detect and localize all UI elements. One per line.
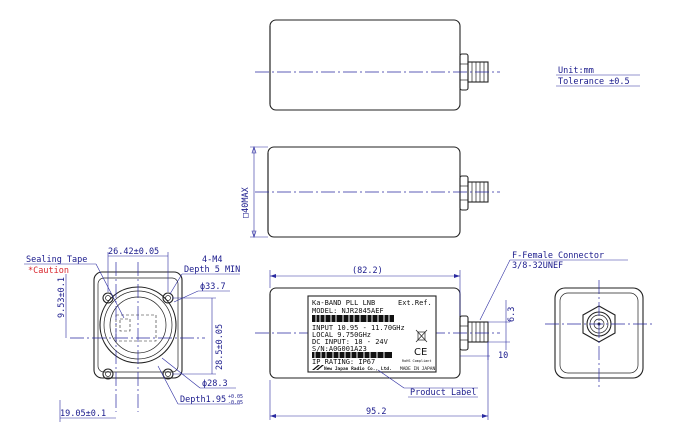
- depth-tolerance-upper: +0.05: [228, 394, 243, 400]
- label-serial: S/N:A0G001A23: [312, 345, 367, 353]
- depth-dimension: Depth1.95: [180, 395, 226, 405]
- connector-label: F-Female Connector: [512, 251, 604, 261]
- front-view: [70, 262, 205, 412]
- label-input: INPUT 10.95 - 11.70GHz: [312, 324, 405, 332]
- caution-label: *Caution: [28, 266, 69, 276]
- sealing-tape-label: Sealing Tape: [26, 255, 87, 265]
- front-view-dimensions: Sealing Tape *Caution 26.42±0.05 4-M4 De…: [24, 247, 243, 422]
- bottom-view-dimensions: (82.2) 95.2 F-Female Connector 3/8-32UNE…: [269, 251, 628, 420]
- product-label: Ka-BAND PLL LNB Ext.Ref. MODEL: NJR2845A…: [307, 295, 437, 373]
- barcode-bottom: [312, 352, 392, 358]
- tolerance-note: Tolerance ±0.5: [558, 77, 630, 87]
- bolt-circle-dimension: ϕ33.7: [200, 282, 226, 292]
- product-label-callout: Product Label: [410, 388, 477, 398]
- ce-mark: CE: [414, 347, 427, 358]
- length-ref-dimension: (82.2): [352, 266, 383, 276]
- top-view: [255, 19, 500, 111]
- label-ip-rating: IP RATING: IP67: [312, 358, 375, 366]
- height-dimension: □40MAX: [241, 186, 251, 218]
- offset-bottom-dimension: 19.05±0.1: [60, 409, 106, 419]
- offset-left-dimension: 9.53±0.1: [57, 277, 67, 318]
- height-right-dimension: 28.5±0.05: [215, 324, 225, 370]
- unit-note: Unit:mm: [558, 66, 594, 76]
- label-origin: MADE IN JAPAN: [400, 366, 436, 372]
- connector-height-dimension: 6.3: [507, 307, 517, 322]
- label-title: Ka-BAND PLL LNB: [312, 299, 375, 307]
- connector-thread: 3/8-32UNEF: [512, 261, 563, 271]
- label-rohs: RoHS Compliant: [402, 359, 432, 363]
- width-top-dimension: 26.42±0.05: [108, 247, 159, 257]
- maker-logo-icon: [312, 365, 324, 370]
- screw-depth: Depth 5 MIN: [184, 265, 240, 275]
- label-model: MODEL: NJR2845AEF: [312, 307, 384, 315]
- barcode-top: [312, 315, 394, 322]
- side-view: □40MAX: [241, 146, 500, 238]
- label-maker: New Japan Radio Co., Ltd.: [324, 366, 392, 372]
- weee-bin-icon: [415, 329, 428, 343]
- inner-circle-dimension: ϕ28.3: [202, 379, 228, 389]
- connector-length-dimension: 10: [498, 351, 508, 361]
- end-view: [545, 280, 655, 388]
- screw-spec: 4-M4: [202, 255, 222, 265]
- unit-notes: Unit:mm Tolerance ±0.5: [556, 66, 640, 87]
- label-dc-input: DC INPUT: 18 - 24V: [312, 338, 389, 346]
- label-ext-ref: Ext.Ref.: [398, 299, 432, 307]
- label-local: LOCAL 9.750GHz: [312, 331, 371, 339]
- overall-length-dimension: 95.2: [366, 407, 386, 417]
- depth-tolerance-lower: -0.05: [228, 400, 243, 406]
- bottom-view: [255, 287, 500, 379]
